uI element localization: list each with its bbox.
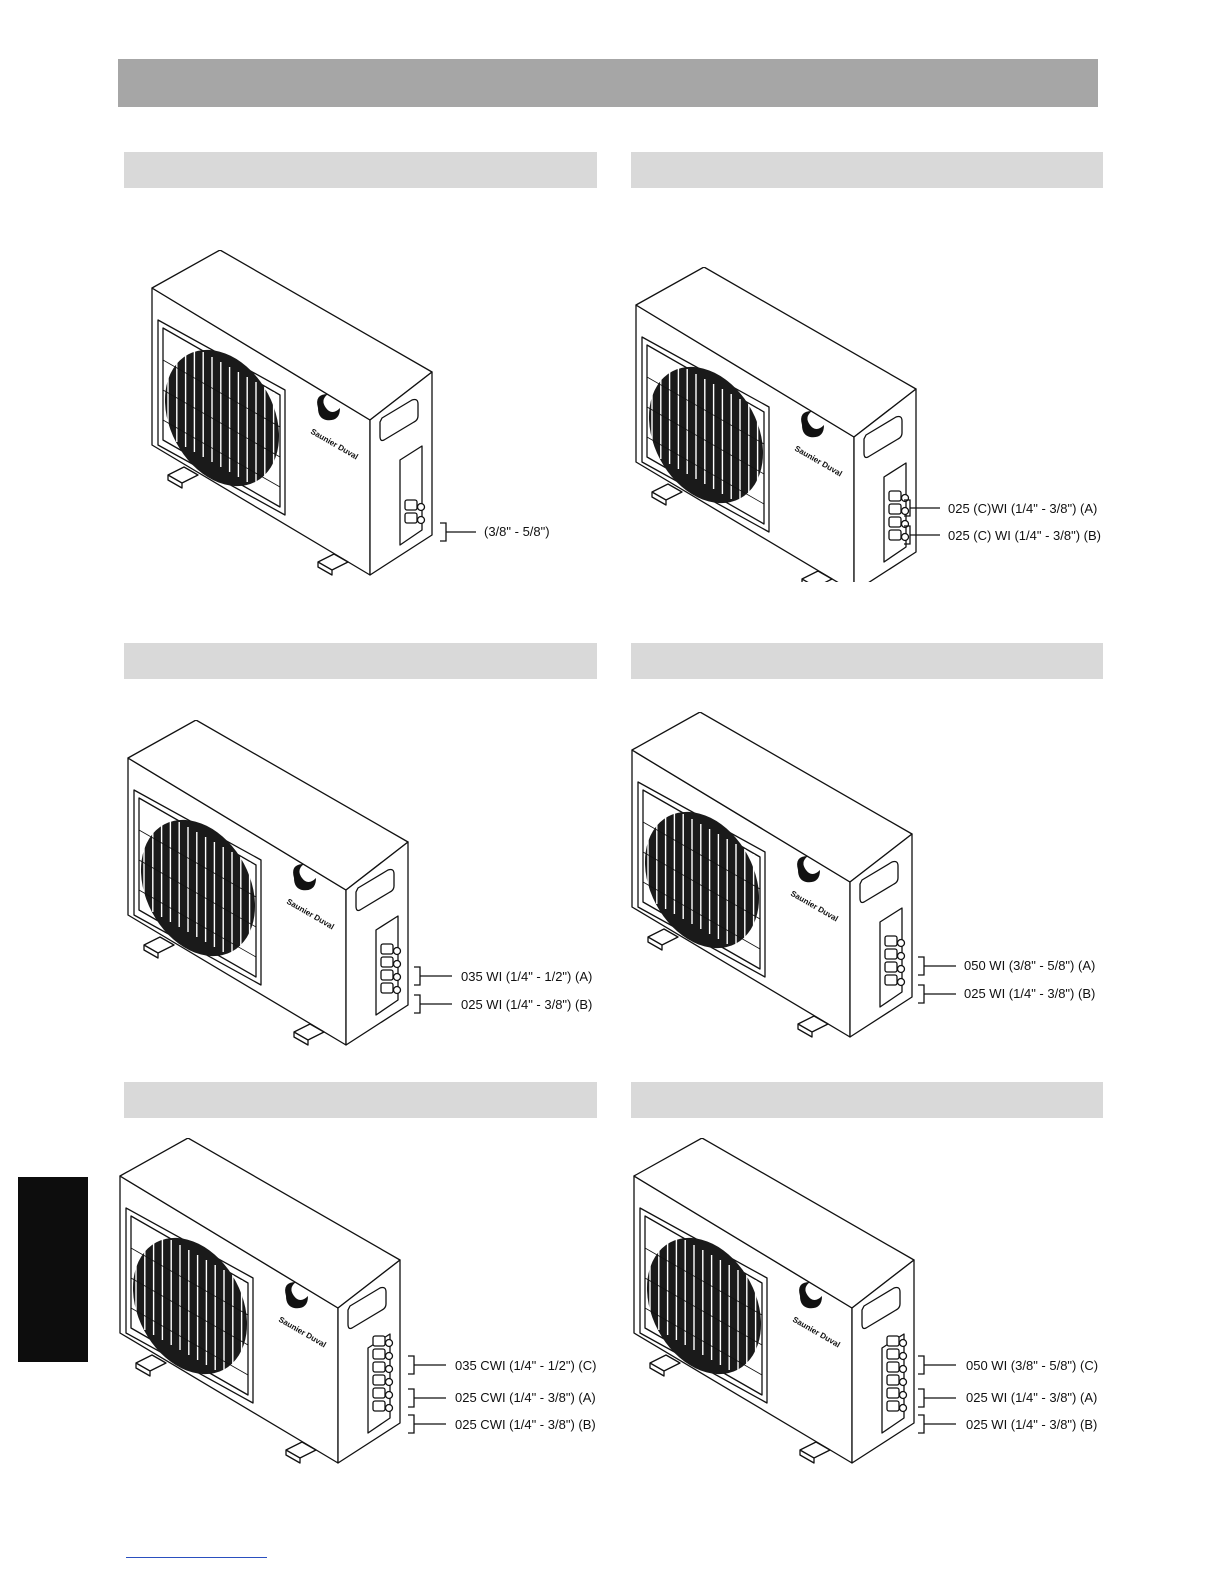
fan-blade xyxy=(644,811,760,949)
brand-logo xyxy=(797,856,820,883)
callout-label: 025 WI (1/4" - 3/8") (B) xyxy=(966,1417,1098,1432)
section-header-4 xyxy=(631,643,1103,679)
side-handle xyxy=(379,398,419,442)
callout-label: 035 CWI (1/4" - 1/2") (C) xyxy=(455,1358,597,1373)
callout-label: (3/8" - 5/8") xyxy=(484,524,550,539)
service-ports xyxy=(404,499,426,525)
section-header-1 xyxy=(124,152,597,188)
grille-hbars xyxy=(642,821,761,950)
callout-label: 025 WI (1/4" - 3/8") (B) xyxy=(461,997,593,1012)
foot-left xyxy=(649,1354,681,1377)
foot-right xyxy=(799,1441,831,1464)
grille-bars xyxy=(143,802,251,967)
grille-hbars xyxy=(138,829,257,958)
foot-right xyxy=(801,570,833,582)
brand-logo xyxy=(799,1282,822,1309)
section-header-2 xyxy=(631,152,1103,188)
grille-hbars xyxy=(162,359,281,488)
chapter-side-tab xyxy=(18,1177,88,1362)
service-ports xyxy=(380,943,402,995)
grille-bars xyxy=(651,349,759,514)
service-ports xyxy=(884,935,906,987)
outdoor-unit-4: Saunier Duval xyxy=(631,712,913,1038)
section-header-3 xyxy=(124,643,597,679)
callout-label: 025 CWI (1/4" - 3/8") (A) xyxy=(455,1390,596,1405)
callout-label: 025 (C)WI (1/4" - 3/8") (A) xyxy=(948,501,1098,516)
callout-label: 025 (C) WI (1/4" - 3/8") (B) xyxy=(948,528,1101,543)
fan-blade xyxy=(132,1237,248,1375)
grille-hbars xyxy=(644,1247,763,1376)
side-handle xyxy=(347,1286,387,1330)
top-title-banner xyxy=(118,59,1098,107)
section-header-5 xyxy=(124,1082,597,1118)
foot-left xyxy=(647,928,679,951)
footer-link-underline xyxy=(126,1557,267,1558)
grille-bars xyxy=(649,1220,757,1385)
brand-logo xyxy=(285,1282,308,1309)
callout-label: 025 CWI (1/4" - 3/8") (B) xyxy=(455,1417,596,1432)
callout-label: 050 WI (3/8" - 5/8") (C) xyxy=(966,1358,1099,1373)
outdoor-unit-5: Saunier Duval xyxy=(119,1138,401,1464)
foot-left xyxy=(651,483,683,506)
foot-left xyxy=(135,1354,167,1377)
foot-right xyxy=(797,1015,829,1038)
foot-right xyxy=(317,553,349,576)
side-handle xyxy=(859,860,899,904)
foot-right xyxy=(285,1441,317,1464)
outdoor-unit-3: Saunier Duval xyxy=(127,720,409,1046)
service-ports xyxy=(888,490,910,542)
brand-logo xyxy=(317,394,340,421)
outdoor-unit-1: Saunier Duval xyxy=(151,250,433,576)
fan-blade xyxy=(646,1237,762,1375)
callout-label: 025 WI (1/4" - 3/8") (A) xyxy=(966,1390,1098,1405)
foot-left xyxy=(167,466,199,489)
fan-blade xyxy=(140,819,256,957)
service-ports xyxy=(886,1335,908,1413)
grille-hbars xyxy=(646,376,765,505)
callout-label: 025 WI (1/4" - 3/8") (B) xyxy=(964,986,1096,1001)
brand-logo xyxy=(801,411,824,438)
service-ports xyxy=(372,1335,394,1413)
outdoor-unit-6: Saunier Duval xyxy=(633,1138,915,1464)
foot-left xyxy=(143,936,175,959)
section-header-6 xyxy=(631,1082,1103,1118)
callout-label: 035 WI (1/4" - 1/2") (A) xyxy=(461,969,593,984)
grille-bars xyxy=(647,794,755,959)
brand-logo xyxy=(293,864,316,891)
side-handle xyxy=(355,868,395,912)
fan-blade xyxy=(648,366,764,504)
grille-bars xyxy=(167,332,275,497)
callout-label: 050 WI (3/8" - 5/8") (A) xyxy=(964,958,1096,973)
side-handle xyxy=(863,415,903,459)
foot-right xyxy=(293,1023,325,1046)
grille-hbars xyxy=(130,1247,249,1376)
side-handle xyxy=(861,1286,901,1330)
outdoor-unit-2: Saunier Duval xyxy=(635,267,917,582)
grille-bars xyxy=(135,1220,243,1385)
fan-blade xyxy=(164,349,280,487)
